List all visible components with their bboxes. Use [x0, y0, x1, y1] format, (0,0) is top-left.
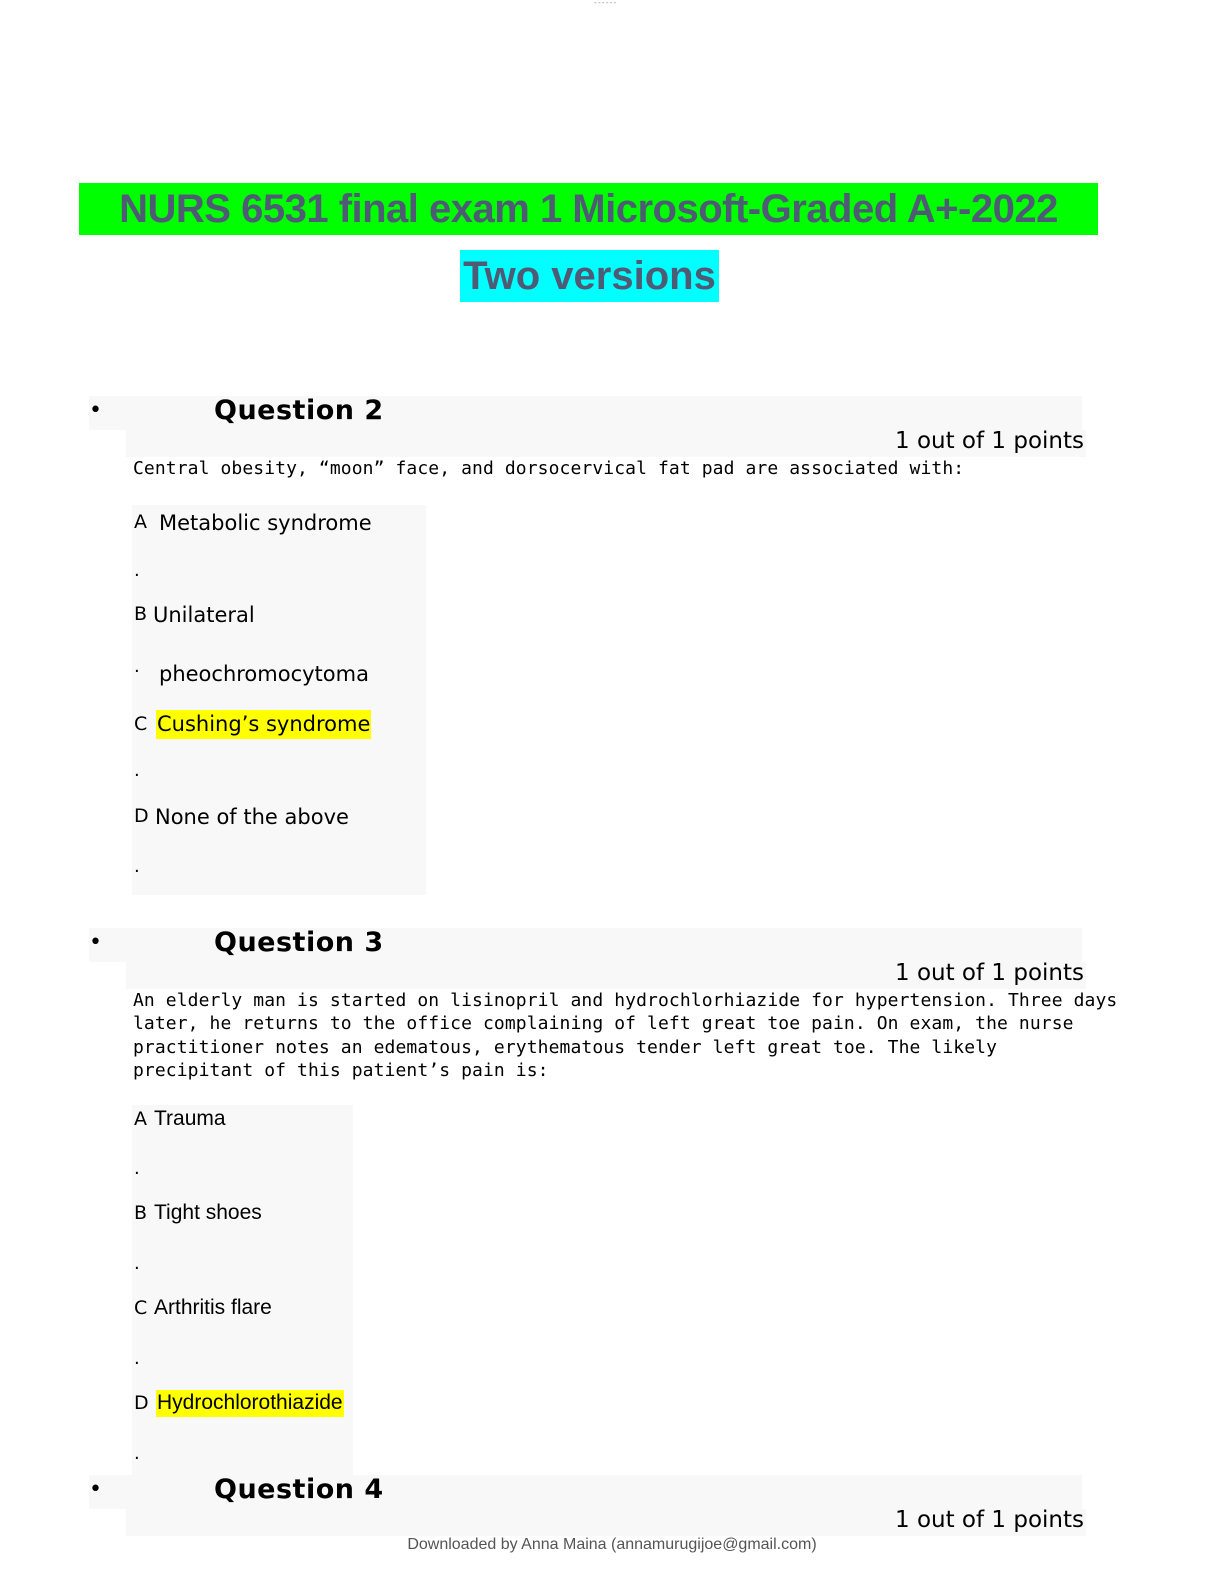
answer-letter: B — [134, 1202, 148, 1224]
question-text-line: practitioner notes an edematous, erythem… — [133, 1037, 998, 1058]
answer-dot: . — [134, 1253, 140, 1274]
question-header-band — [89, 1475, 1082, 1509]
answer-letter: D — [134, 805, 149, 827]
question-header-band — [89, 928, 1082, 962]
question-text-line: An elderly man is started on lisinopril … — [133, 990, 1118, 1011]
document-subtitle: Two versions — [460, 250, 719, 302]
question-points-band — [126, 962, 1086, 989]
answer-letter: B — [134, 603, 148, 625]
answer-option-b[interactable]: Unilateral — [153, 603, 255, 627]
question-points: 1 out of 1 points — [895, 428, 1084, 454]
answer-option-b[interactable]: Tight shoes — [154, 1201, 262, 1224]
answer-option-a[interactable]: Trauma — [154, 1107, 226, 1130]
bullet-icon: • — [89, 398, 102, 423]
document-title: NURS 6531 final exam 1 Microsoft-Graded … — [79, 183, 1098, 235]
answer-letter: A — [134, 1108, 147, 1130]
answer-dot: . — [134, 1158, 140, 1179]
answer-list — [132, 505, 426, 895]
answer-letter: A — [134, 511, 147, 533]
answer-dot: . — [134, 1348, 140, 1369]
answer-option-d[interactable]: None of the above — [155, 805, 349, 829]
answer-option-c-correct[interactable]: Cushing’s syndrome — [156, 710, 372, 739]
answer-dot: . — [134, 760, 140, 781]
answer-letter: C — [134, 713, 148, 735]
question-points: 1 out of 1 points — [895, 1507, 1084, 1533]
answer-letter: C — [134, 1297, 148, 1319]
answer-dot: . — [134, 656, 140, 677]
bullet-icon: • — [89, 930, 102, 955]
answer-letter: D — [134, 1392, 149, 1414]
answer-option-b-continued: pheochromocytoma — [159, 662, 369, 686]
question-points: 1 out of 1 points — [895, 960, 1084, 986]
download-footer: Downloaded by Anna Maina (annamurugijoe@… — [407, 1536, 817, 1553]
question-points-band — [126, 430, 1086, 457]
answer-option-a[interactable]: Metabolic syndrome — [159, 511, 372, 535]
question-text: Central obesity, “moon” face, and dorsoc… — [133, 458, 965, 479]
answer-option-c[interactable]: Arthritis flare — [154, 1296, 272, 1319]
question-heading: Question 2 — [214, 395, 384, 426]
question-text-line: later, he returns to the office complain… — [133, 1013, 1074, 1034]
answer-dot: . — [134, 856, 140, 877]
header-mark: ------ — [594, 0, 618, 7]
bullet-icon: • — [89, 1477, 102, 1502]
question-text-line: precipitant of this patient’s pain is: — [133, 1060, 549, 1081]
question-heading: Question 3 — [214, 927, 384, 958]
answer-option-d-correct[interactable]: Hydrochlorothiazide — [156, 1390, 344, 1417]
question-header-band — [89, 396, 1082, 430]
question-points-band — [126, 1509, 1086, 1536]
answer-dot: . — [134, 560, 140, 581]
answer-dot: . — [134, 1443, 140, 1464]
answer-list — [132, 1105, 353, 1475]
question-heading: Question 4 — [214, 1474, 384, 1505]
